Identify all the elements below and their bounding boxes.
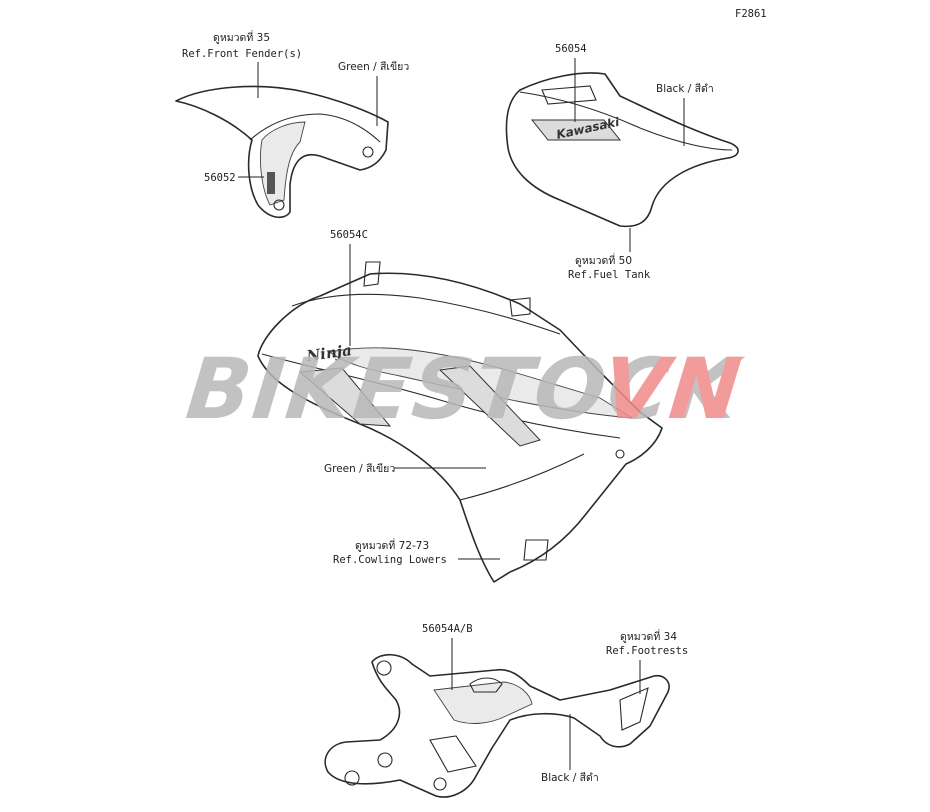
cowl-ref-en: Ref.Cowling Lowers xyxy=(333,554,447,566)
cowl-decal-panel xyxy=(298,367,392,427)
foot-ref-en: Ref.Footrests xyxy=(606,645,688,657)
fender-ref-en: Ref.Front Fender(s) xyxy=(182,48,302,60)
watermark: BIKESTOCK VN xyxy=(182,340,748,438)
watermark-main: BIKESTOCK xyxy=(182,340,748,438)
fuel-tank: Kawasaki xyxy=(505,72,739,228)
watermark-accent: VN xyxy=(598,340,748,438)
foot-ref-th: ดูหมวดที่ 34 xyxy=(620,629,677,643)
fender-color-label: Green / สีเขียว xyxy=(338,60,409,73)
fender-ref-th: ดูหมวดที่ 35 xyxy=(213,30,270,44)
tank-part-number: 56054 xyxy=(555,43,587,55)
figure-code: F2861 xyxy=(735,8,767,20)
tank-color-label: Black / สีดำ xyxy=(656,82,714,95)
foot-part-number: 56054A/B xyxy=(422,623,473,635)
cowl-ref-th: ดูหมวดที่ 72-73 xyxy=(355,538,429,552)
footrest-bracket xyxy=(324,653,670,798)
tank-decal xyxy=(530,119,622,141)
cowling-lower: Ninja xyxy=(257,261,663,583)
tank-ref-en: Ref.Fuel Tank xyxy=(568,269,651,281)
front-fender xyxy=(175,85,389,219)
cowl-color-label: Green / สีเขียว xyxy=(324,462,395,475)
cowl-part-number: 56054C xyxy=(330,229,368,241)
bracket-decal xyxy=(433,681,533,724)
tank-ref-th: ดูหมวดที่ 50 xyxy=(575,253,632,267)
foot-color-label: Black / สีดำ xyxy=(541,771,599,784)
fender-part-number: 56052 xyxy=(204,172,236,184)
